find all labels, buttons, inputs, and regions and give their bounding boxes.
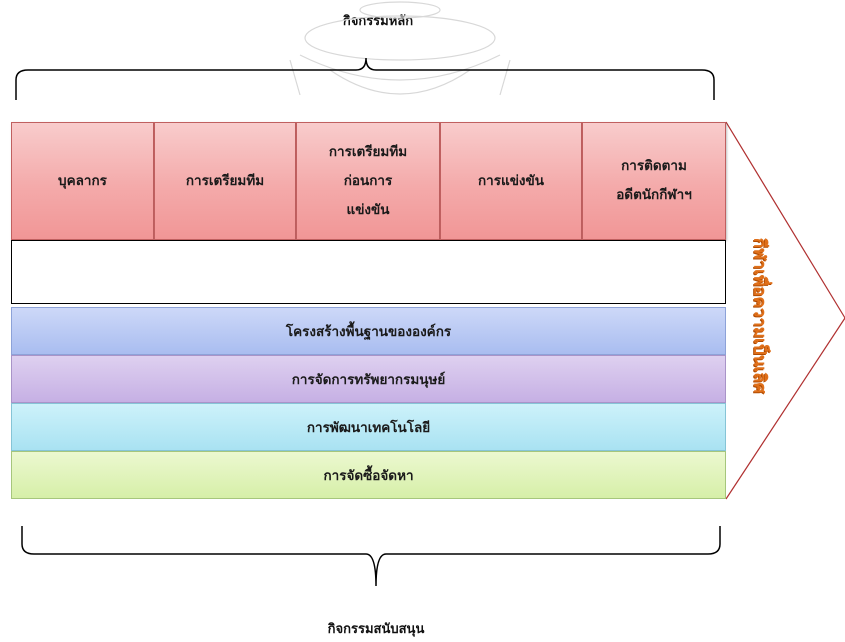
bottom-curly-brace-icon xyxy=(21,526,721,587)
margin-label: กีฬาเพื่อความเป็นเลิศ xyxy=(750,190,770,440)
margin-chevron xyxy=(725,121,845,500)
primary-activity-team-preparation: การเตรียมทีม xyxy=(154,122,296,240)
primary-base-band xyxy=(11,240,726,304)
watermark-emblem xyxy=(289,1,511,96)
primary-activity-pre-competition-preparation: การเตรียมทีม ก่อนการ แข่งขัน xyxy=(296,122,440,240)
support-activity-infrastructure: โครงสร้างพื้นฐานขององค์กร xyxy=(11,307,726,355)
top-curly-brace-icon xyxy=(15,57,715,100)
support-activity-technology: การพัฒนาเทคโนโลยี xyxy=(11,403,726,451)
support-activity-procurement: การจัดซื้อจัดหา xyxy=(11,451,726,499)
support-activity-human-resources: การจัดการทรัพยากรมนุษย์ xyxy=(11,355,726,403)
primary-activity-competition: การแข่งขัน xyxy=(440,122,582,240)
primary-activity-athlete-follow-up: การติดตาม อดีตนักกีฬาฯ xyxy=(582,122,726,240)
primary-activity-personnel: บุคลากร xyxy=(11,122,154,240)
margin-label-text: กีฬาเพื่อความเป็นเลิศ xyxy=(749,237,770,393)
bottom-label: กิจกรรมสนับสนุน xyxy=(327,622,425,637)
